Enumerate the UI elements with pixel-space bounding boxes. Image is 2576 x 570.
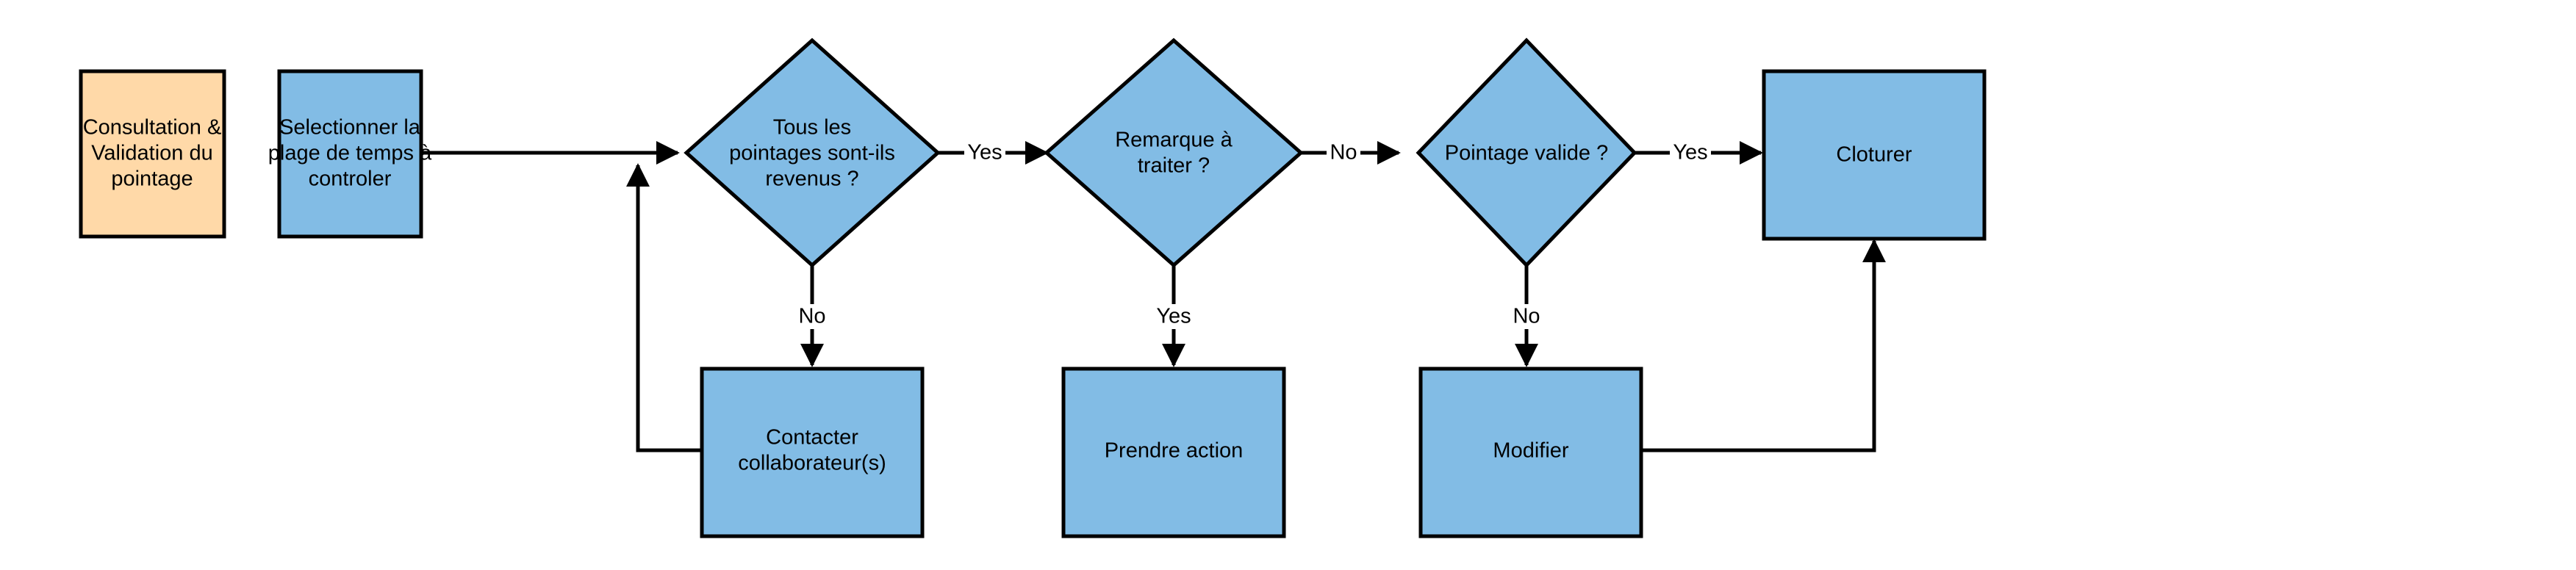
node-modifier[interactable]: Modifier [1418, 367, 1643, 538]
edge-modify-to-close [1641, 239, 1887, 452]
svg-text:Yes: Yes [1156, 305, 1191, 328]
remark-line-2: traiter ? [1138, 154, 1210, 178]
edge-contact-back-to-allreturned [625, 163, 702, 452]
select-line-1: Selectionner la [279, 116, 421, 140]
valid-line-1: Pointage valide ? [1445, 142, 1609, 165]
svg-text:No: No [1513, 305, 1540, 328]
close-line-1: Cloturer [1836, 143, 1912, 167]
remark-line-1: Remarque à [1115, 129, 1233, 152]
svg-text:No: No [798, 305, 825, 328]
allreturned-line-1: Tous les [773, 116, 851, 140]
edge-label-no-remark: No [1327, 140, 1360, 165]
select-line-3: controler [309, 167, 392, 191]
svg-text:Yes: Yes [967, 141, 1002, 165]
edge-label-yes-allreturned: Yes [964, 140, 1005, 165]
modify-line-1: Modifier [1493, 439, 1568, 463]
legend-line-2: Validation du [91, 142, 213, 165]
contact-line-1: Contacter [766, 426, 858, 450]
node-decision-pointage-valide[interactable]: Pointage valide ? [1416, 37, 1637, 268]
node-prendre-action[interactable]: Prendre action [1061, 367, 1286, 538]
node-cloturer[interactable]: Cloturer [1762, 69, 1987, 241]
node-legend-consultation-validation[interactable]: Consultation & Validation du pointage [79, 69, 226, 239]
legend-line-3: pointage [111, 167, 193, 191]
allreturned-line-3: revenus ? [765, 167, 858, 191]
svg-text:Yes: Yes [1673, 141, 1707, 165]
svg-text:No: No [1330, 141, 1357, 165]
edge-label-no-allreturned-down: No [795, 304, 829, 329]
contact-line-2: collaborateur(s) [738, 452, 886, 475]
allreturned-line-2: pointages sont-ils [729, 142, 895, 165]
node-contacter-collaborateurs[interactable]: Contacter collaborateur(s) [700, 367, 925, 538]
edge-label-no-valid-down: No [1510, 304, 1543, 329]
node-decision-remarque-a-traiter[interactable]: Remarque à traiter ? [1044, 37, 1304, 268]
edge-label-yes-valid: Yes [1670, 140, 1711, 165]
action-line-1: Prendre action [1105, 439, 1244, 463]
node-selectionner-plage-temps[interactable]: Selectionner la plage de temps à control… [268, 69, 432, 239]
node-decision-tous-pointages-revenus[interactable]: Tous les pointages sont-ils revenus ? [684, 37, 941, 268]
edge-label-yes-remark-down: Yes [1153, 304, 1194, 329]
select-line-2: plage de temps à [268, 142, 432, 165]
legend-line-1: Consultation & [83, 116, 222, 140]
